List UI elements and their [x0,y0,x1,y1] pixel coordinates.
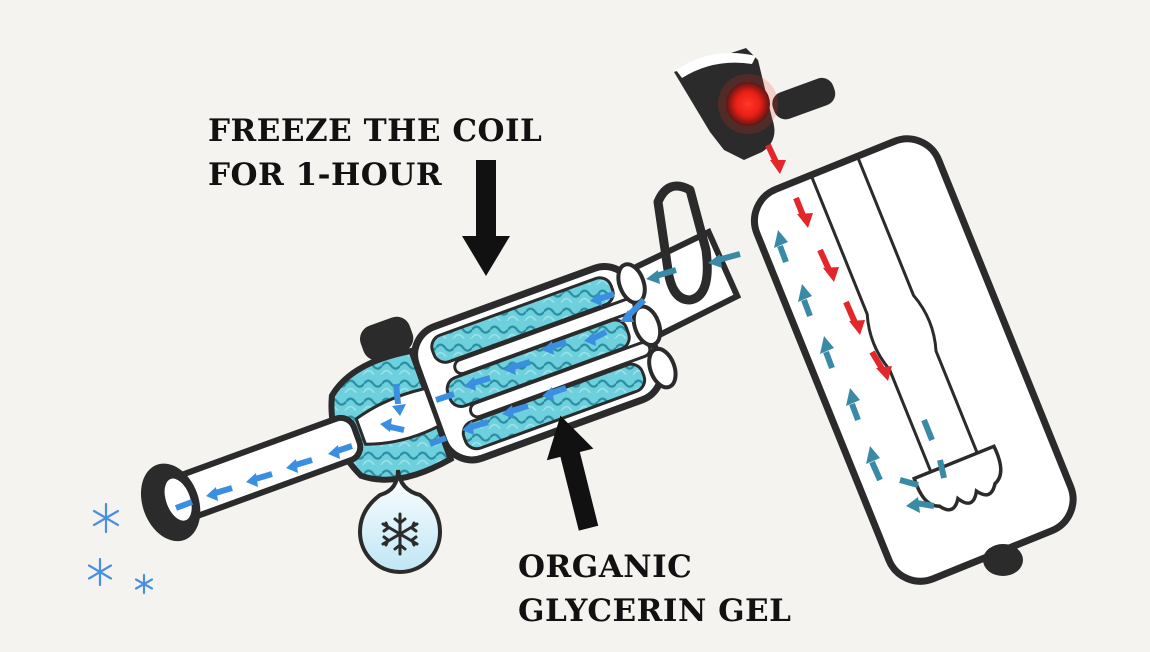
ember-icon [726,82,770,126]
glycerin-gel-label-line1: ORGANIC [518,549,693,585]
coil-attachment [140,228,742,542]
flow-arrows [174,143,947,513]
keck-clip [653,181,712,305]
foot-knob [983,544,1023,576]
glycerin-gel-label-line2: GLYCERIN GEL [518,593,792,629]
bowl [674,48,836,160]
return-flow [655,244,947,509]
arrow-down-icon [462,160,510,276]
main-chamber [751,135,1077,585]
cold-drop [357,469,443,574]
arrow-up-icon [546,415,599,531]
freeze-coil-label-line2: FOR 1-HOUR [208,157,443,193]
freeze-coil-label-line1: FREEZE THE COIL [208,113,543,149]
snowflake-icon [87,502,154,595]
snowflake-icon [381,512,419,556]
freeze-coil-label: FREEZE THE COIL FOR 1-HOUR [208,109,542,197]
glycerin-gel-label: ORGANIC GLYCERIN GEL [518,545,791,633]
